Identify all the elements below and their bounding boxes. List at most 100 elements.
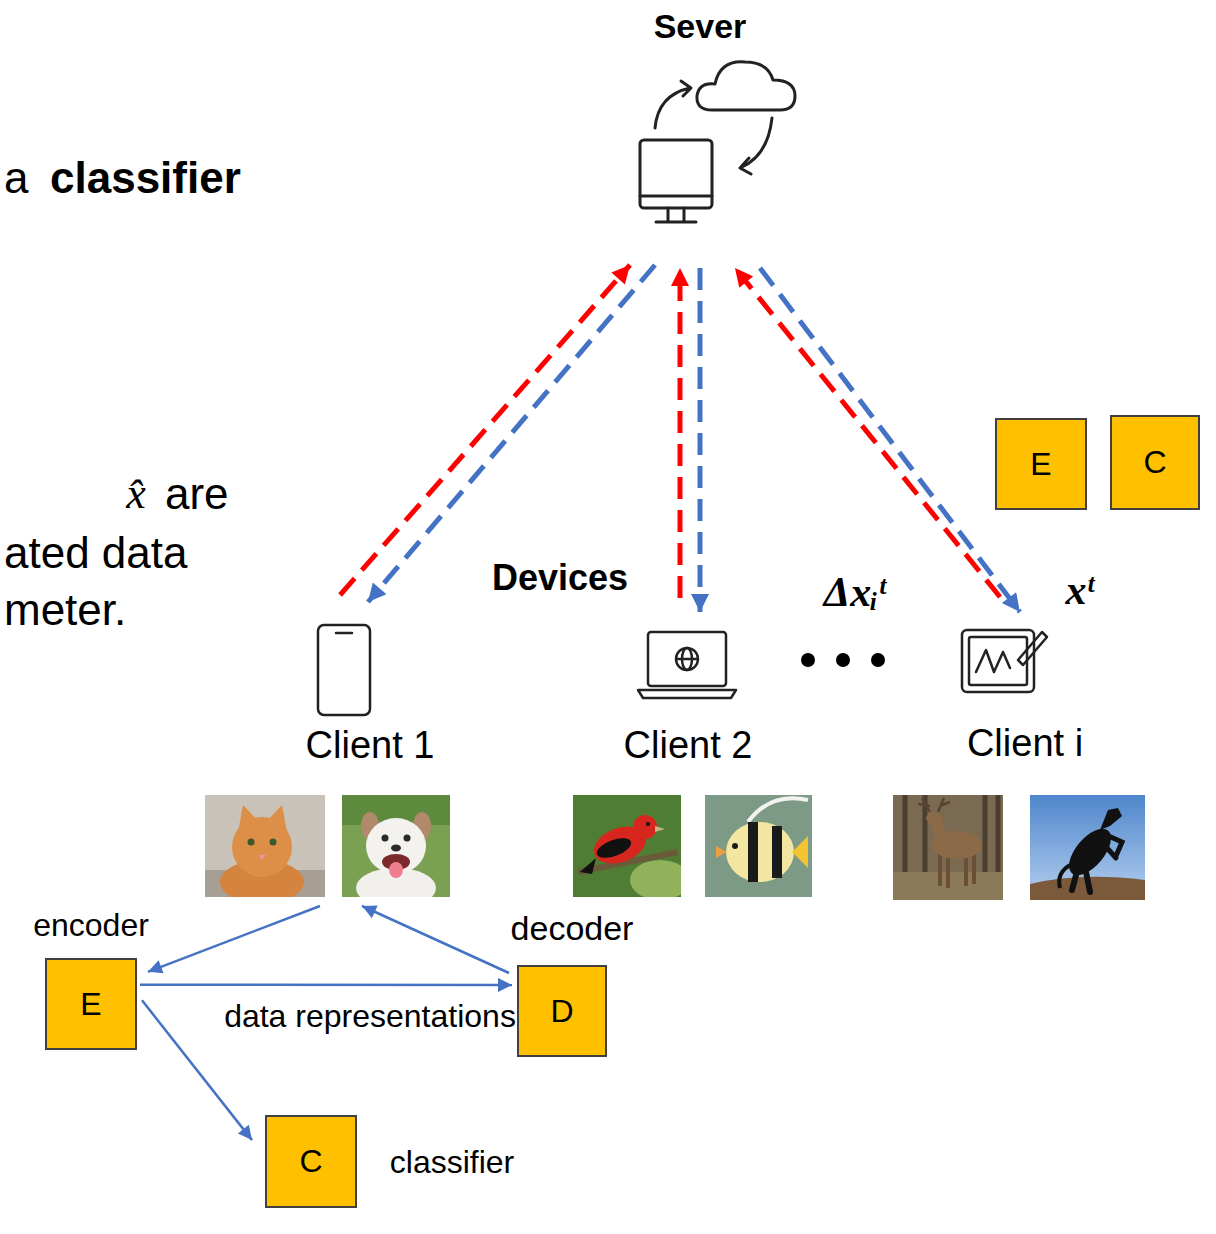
slide-text: classifier	[50, 153, 241, 204]
laptop-icon	[676, 658, 698, 661]
laptop-icon	[638, 632, 736, 698]
server-icon	[697, 62, 795, 110]
cat-photo	[248, 839, 255, 846]
fish-photo	[705, 795, 812, 897]
flow-arrow	[140, 983, 512, 986]
upload-arrow	[678, 268, 683, 598]
dog-photo	[389, 862, 403, 878]
component-name: encoder	[33, 907, 149, 944]
flow-arrow	[362, 906, 509, 973]
phone-icon	[336, 632, 352, 635]
bird-photo	[633, 815, 657, 839]
math-symbol: x̂	[126, 469, 146, 520]
horse-photo	[1059, 864, 1072, 888]
component-name: classifier	[390, 1144, 514, 1181]
ellipsis-dots	[836, 653, 850, 667]
horse-photo	[1030, 795, 1145, 900]
server-icon	[655, 81, 691, 128]
flow-arrow	[148, 906, 320, 972]
flow-label: data representations	[224, 998, 516, 1035]
laptop-icon	[648, 632, 726, 686]
fish-photo	[748, 798, 808, 822]
cat-photo	[270, 839, 277, 846]
client-name: Client 2	[624, 724, 753, 768]
server-icon	[740, 118, 772, 174]
server-icon	[640, 62, 795, 222]
encoder-box: encoderE	[45, 958, 137, 1050]
slide-text: are	[165, 469, 229, 520]
download-arrow	[368, 265, 655, 602]
download-arrow	[760, 268, 1020, 612]
phone-icon	[318, 625, 370, 715]
upload-arrow	[735, 268, 1000, 597]
fish-photo	[748, 822, 758, 882]
server-icon	[656, 208, 696, 222]
deer-photo	[918, 798, 950, 812]
horse-photo	[1100, 834, 1122, 858]
server-icon	[640, 195, 712, 198]
fish-photo	[732, 843, 738, 849]
dog-photo	[382, 835, 389, 842]
server-node: Sever	[605, 5, 805, 260]
download-arrow	[698, 268, 703, 612]
server-name: Sever	[654, 7, 747, 46]
ellipsis-dots	[871, 653, 885, 667]
bird-photo	[580, 858, 596, 874]
slide-text: a	[4, 153, 28, 204]
deer-photo	[905, 795, 998, 880]
decoder-box: decoderD	[517, 965, 607, 1057]
dog-photo	[342, 795, 450, 897]
client-name: Client i	[967, 722, 1083, 766]
math-symbol: Δxᵢᵗ	[824, 568, 886, 616]
horse-photo	[1030, 795, 1145, 900]
bird-photo	[630, 860, 681, 897]
ellipsis-dots	[801, 653, 885, 667]
laptop-icon	[676, 648, 698, 670]
client-device: Client i	[885, 622, 1150, 902]
tablet-icon	[962, 630, 1047, 692]
box-letter: D	[550, 993, 573, 1030]
laptop-icon	[638, 690, 736, 698]
math-symbol: xᵗ	[1066, 566, 1095, 614]
encoder-box: E	[995, 418, 1087, 510]
fish-photo	[792, 836, 808, 868]
horse-photo	[1072, 868, 1090, 892]
client-device: Client 2	[565, 625, 815, 902]
dog-photo	[391, 845, 401, 852]
bird-photo	[594, 834, 633, 861]
fish-photo	[705, 795, 812, 897]
tablet-icon	[962, 630, 1034, 692]
horse-photo	[1100, 808, 1122, 830]
fish-photo	[716, 846, 727, 858]
cat-photo	[232, 817, 292, 877]
upload-arrow	[340, 265, 630, 595]
bird-photo	[573, 795, 681, 897]
deer-photo	[893, 795, 1003, 900]
deer-photo	[926, 812, 942, 824]
client-device: Client 1	[200, 620, 458, 902]
fish-photo	[772, 826, 782, 878]
cat-photo	[258, 855, 266, 860]
slide-text: ated data	[4, 528, 188, 579]
tablet-icon	[1018, 632, 1047, 665]
bird-photo	[646, 822, 650, 826]
deer-photo	[893, 795, 1003, 900]
server-icon	[640, 140, 712, 208]
dog-photo	[404, 835, 411, 842]
group-title: Devices	[492, 557, 628, 598]
tablet-icon	[976, 650, 1010, 672]
client-name: Client 1	[306, 724, 435, 768]
component-name: decoder	[511, 909, 634, 948]
box-letter: E	[1030, 446, 1051, 483]
classifier-box: C	[1110, 415, 1200, 510]
cat-photo	[205, 795, 325, 897]
fish-photo	[726, 822, 794, 882]
box-letter: C	[1143, 444, 1166, 481]
box-letter: E	[80, 986, 101, 1023]
connectors	[140, 265, 1020, 1140]
bird-photo	[655, 826, 665, 832]
slide-text: meter.	[4, 585, 126, 636]
classifier-box: Cclassifier	[265, 1115, 357, 1208]
phone-icon	[318, 625, 370, 715]
